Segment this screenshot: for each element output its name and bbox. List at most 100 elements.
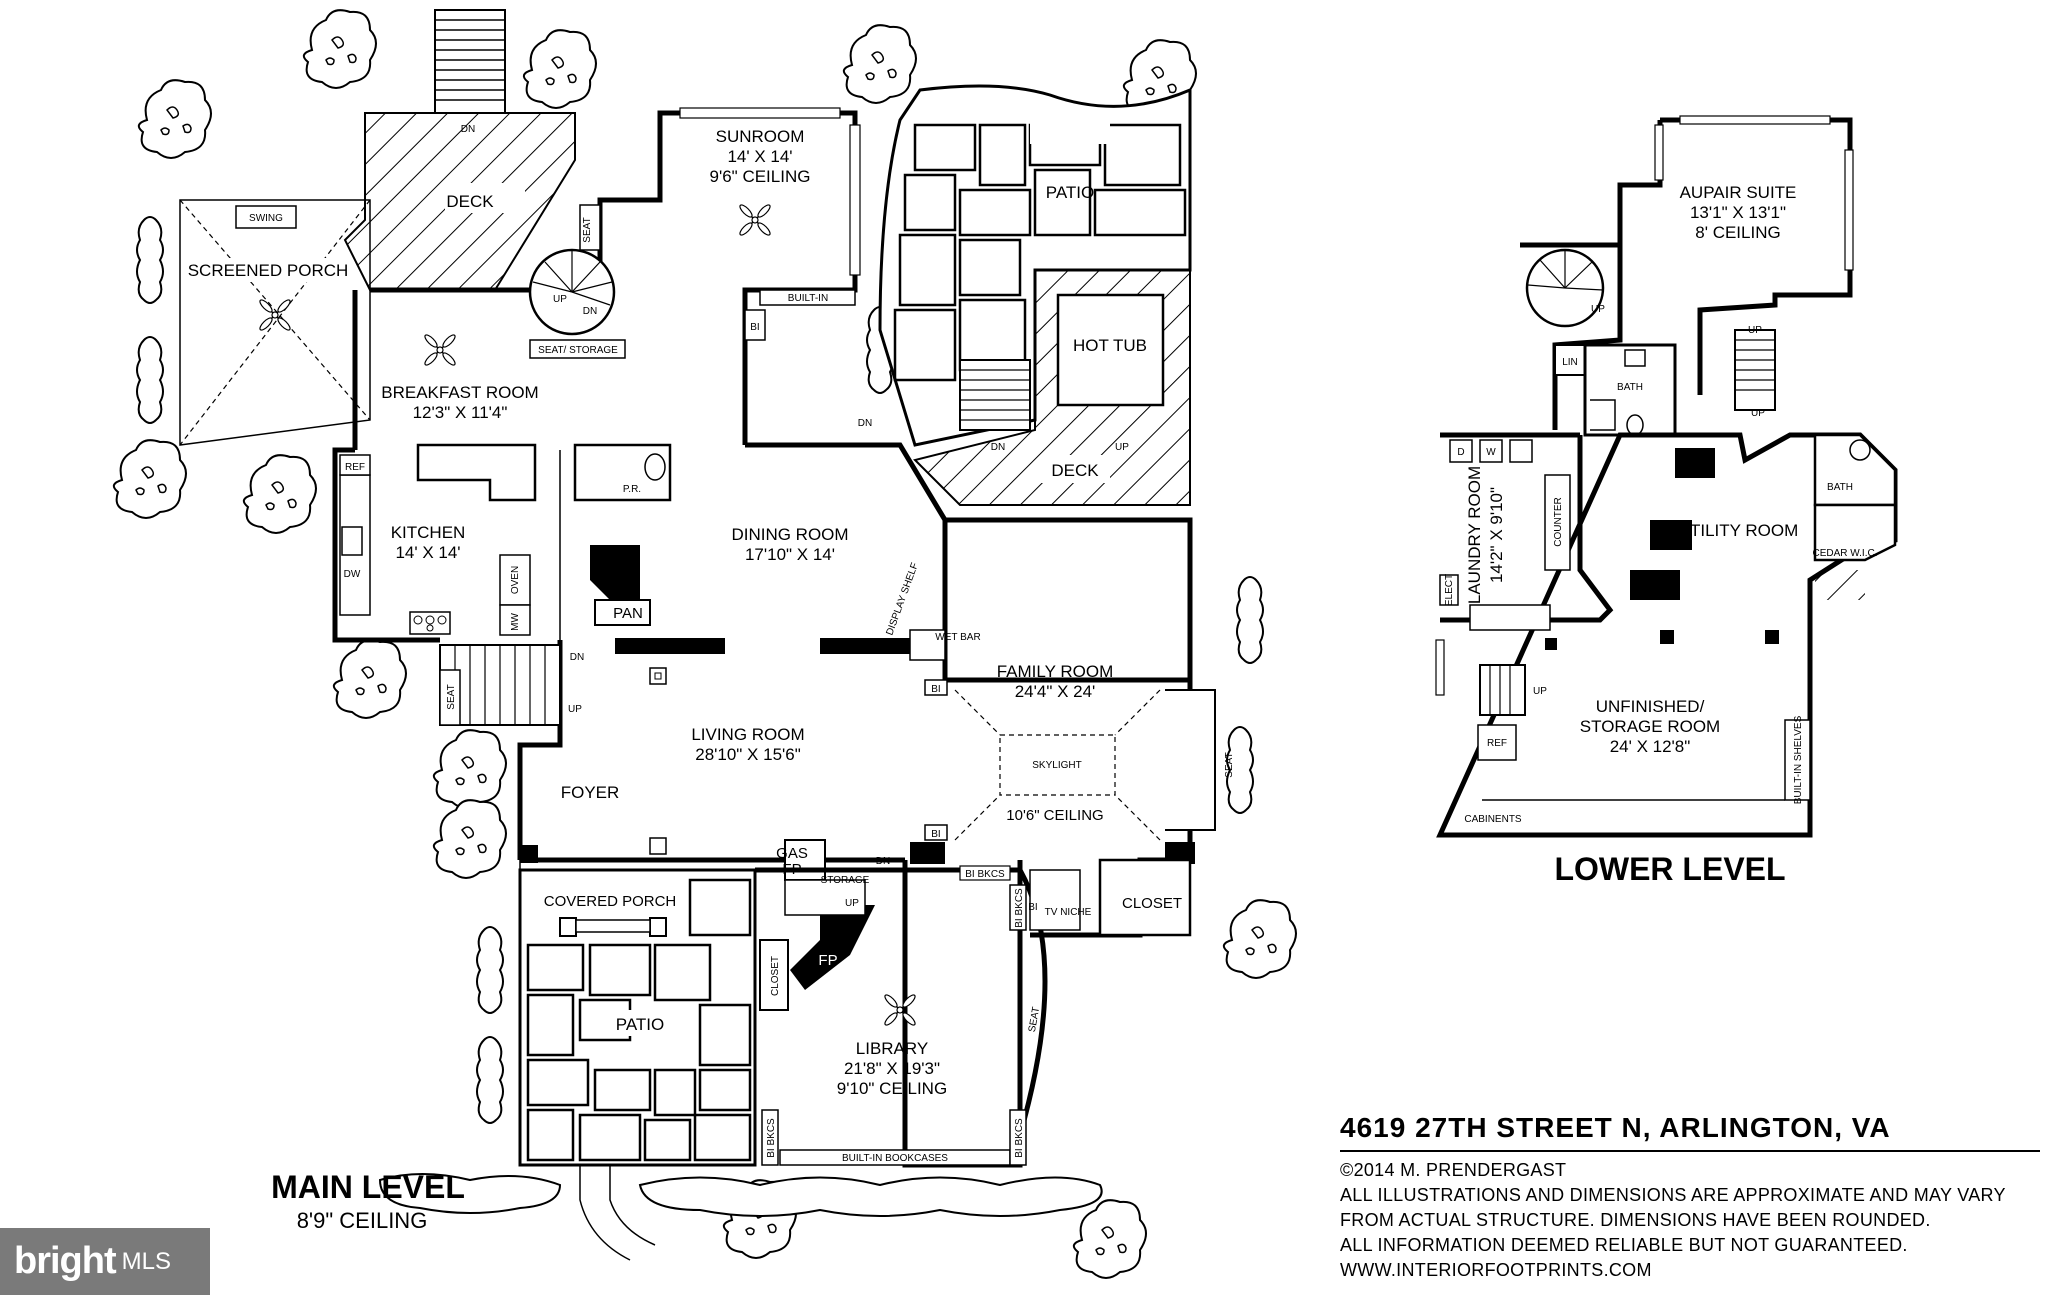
storage-room-dimensions: 24' X 12'8" <box>1610 737 1691 756</box>
covered-porch-label: COVERED PORCH <box>544 893 677 910</box>
covered-porch-patio: COVERED PORCH PATIO <box>518 868 757 1261</box>
disclaimer-line-1: ALL ILLUSTRATIONS AND DIMENSIONS ARE APP… <box>1340 1185 2006 1205</box>
patio-top-label: PATIO <box>1046 183 1095 202</box>
closet-right-label: CLOSET <box>1122 895 1182 912</box>
powder-room-label: P.R. <box>623 484 641 495</box>
tv-bi: BI <box>1028 902 1037 913</box>
breakfast-kitchen: BREAKFAST ROOM 12'3" X 11'4" KITCHEN 14'… <box>339 332 584 726</box>
sunroom-dimensions: 14' X 14' <box>727 147 792 166</box>
main-level-title: MAIN LEVEL <box>271 1169 465 1205</box>
disclaimer-block: 4619 27TH STREET N, ARLINGTON, VA ©2014 … <box>1340 1110 2040 1283</box>
lin-label: LIN <box>1562 357 1578 368</box>
family-room-label: FAMILY ROOM <box>997 662 1114 681</box>
foyer-label: FOYER <box>561 783 620 802</box>
aupair-suite-dimensions: 13'1" X 13'1" <box>1690 203 1786 222</box>
storage-room-label: STORAGE ROOM <box>1580 717 1720 736</box>
deck-top-label: DECK <box>446 192 494 211</box>
utility-stair-up: UP <box>1751 408 1765 419</box>
elect-label: ELECT <box>1444 574 1455 606</box>
counter-label: COUNTER <box>1553 497 1564 546</box>
library-stair-up: UP <box>845 898 859 909</box>
hot-tub-label: HOT TUB <box>1073 336 1147 355</box>
sunroom-stair-dn: DN <box>858 418 872 429</box>
library-bi-bkcs-right: BI BKCS <box>1014 1118 1025 1158</box>
library-bi-bkcs-left: BI BKCS <box>766 1118 777 1158</box>
logo-suffix: MLS <box>121 1247 171 1275</box>
seat-storage-label: SEAT/ STORAGE <box>538 345 618 356</box>
breakfast-room-label: BREAKFAST ROOM <box>381 383 538 402</box>
dryer-label: D <box>1457 447 1464 458</box>
lower-spiral-up: UP <box>1591 304 1605 315</box>
main-level-ceiling: 8'9" CEILING <box>297 1208 428 1233</box>
kitchen-dw: DW <box>344 569 361 580</box>
family-bi-bottom: BI <box>931 829 940 840</box>
family-bi-top: BI <box>931 684 940 695</box>
library-fp-label: FP <box>818 952 837 969</box>
library-dimensions: 21'8" X 19'3" <box>844 1059 940 1078</box>
patio-bottom-label: PATIO <box>616 1015 665 1034</box>
breakfast-room-dimensions: 12'3" X 11'4" <box>413 403 508 422</box>
swing-label: SWING <box>249 213 283 224</box>
display-shelf-label: DISPLAY SHELF <box>884 561 920 636</box>
copyright: ©2014 M. PRENDERGAST <box>1340 1160 1567 1180</box>
dining-area: P.R. PAN DINING ROOM 17'10" X 14' DISPLA… <box>573 443 981 661</box>
kitchen-mw: MW <box>510 613 521 631</box>
kitchen-seat: SEAT <box>446 684 457 709</box>
aupair-suite-label: AUPAIR SUITE <box>1680 183 1797 202</box>
dining-room-label: DINING ROOM <box>731 525 848 544</box>
kitchen-label: KITCHEN <box>391 523 466 542</box>
sunroom: BUILT-IN SUNROOM 14' X 14' 9'6" CEILING … <box>679 107 861 341</box>
screened-porch-label: SCREENED PORCH <box>188 261 349 280</box>
aupair-stair-up: UP <box>1748 325 1762 336</box>
library-bi-bkcs-header: BI BKCS <box>965 869 1005 880</box>
lower-stair-up: UP <box>1533 686 1547 697</box>
library-ceiling: 9'10" CEILING <box>837 1079 947 1098</box>
lower-ref-label: REF <box>1487 738 1507 749</box>
living-room-label: LIVING ROOM <box>691 725 804 744</box>
family-seat: SEAT <box>1224 752 1235 777</box>
cabinents-label: CABINENTS <box>1464 814 1522 825</box>
family-room-ceiling: 10'6" CEILING <box>1006 807 1103 824</box>
spiral-seat-label: SEAT <box>582 217 593 242</box>
kitchen-stair-dn: DN <box>570 652 584 663</box>
logo-brand: bright <box>14 1240 117 1282</box>
built-in-bookcases-label: BUILT-IN BOOKCASES <box>842 1153 948 1164</box>
pantry-label: PAN <box>613 605 643 622</box>
laundry-room-label: LAUNDRY ROOM <box>1465 466 1484 604</box>
screened-porch: SWING SCREENED PORCH <box>179 199 371 446</box>
deck-stair-dn: DN <box>461 124 475 135</box>
washer-label: W <box>1486 447 1496 458</box>
cedar-wic-label: CEDAR W.I.C. <box>1812 548 1877 559</box>
bath-right-label: BATH <box>1827 482 1853 493</box>
library-closet-label: CLOSET <box>770 956 781 996</box>
deck-right-label: DECK <box>1051 461 1099 480</box>
gas-fp-label: GAS <box>776 845 808 862</box>
living-room-dimensions: 28'10" X 15'6" <box>695 745 801 764</box>
aupair-suite-ceiling: 8' CEILING <box>1695 223 1780 242</box>
lower-level-title: LOWER LEVEL <box>1554 851 1785 887</box>
sunroom-label: SUNROOM <box>716 127 805 146</box>
bath-top-label: BATH <box>1617 382 1643 393</box>
library: FP CLOSET STORAGE UP LIBRARY 21'8" X 19'… <box>755 858 1192 1166</box>
website: WWW.INTERIORFOOTPRINTS.COM <box>1340 1260 1652 1280</box>
kitchen-stair-up: UP <box>568 704 582 715</box>
spiral-up: UP <box>553 294 567 305</box>
property-address: 4619 27TH STREET N, ARLINGTON, VA <box>1340 1110 2040 1152</box>
kitchen-oven: OVEN <box>510 566 521 594</box>
patio-stair-dn: DN <box>991 442 1005 453</box>
library-label: LIBRARY <box>856 1039 928 1058</box>
built-in-shelves-label: BUILT-IN SHELVES <box>1793 715 1804 804</box>
library-seat: SEAT <box>1027 1006 1042 1033</box>
skylight-label: SKYLIGHT <box>1032 760 1081 771</box>
built-in-label: BUILT-IN <box>788 293 828 304</box>
laundry-room-dimensions: 14'2" X 9'10" <box>1487 487 1506 583</box>
lower-level: AUPAIR SUITE 13'1" X 13'1" 8' CEILING UP… <box>1435 115 1898 838</box>
deck-up: UP <box>1115 442 1129 453</box>
patio-hottub-deck: PATIO HOT TUB DECK UP DN DN <box>858 84 1192 506</box>
library-bi-bkcs-top: BI BKCS <box>1014 888 1025 928</box>
wet-bar-label: WET BAR <box>935 632 980 643</box>
landscaping <box>112 9 1297 1279</box>
spiral-dn: DN <box>583 306 597 317</box>
family-room: FAMILY ROOM 24'4" X 24' SKYLIGHT 10'6" C… <box>924 517 1235 841</box>
